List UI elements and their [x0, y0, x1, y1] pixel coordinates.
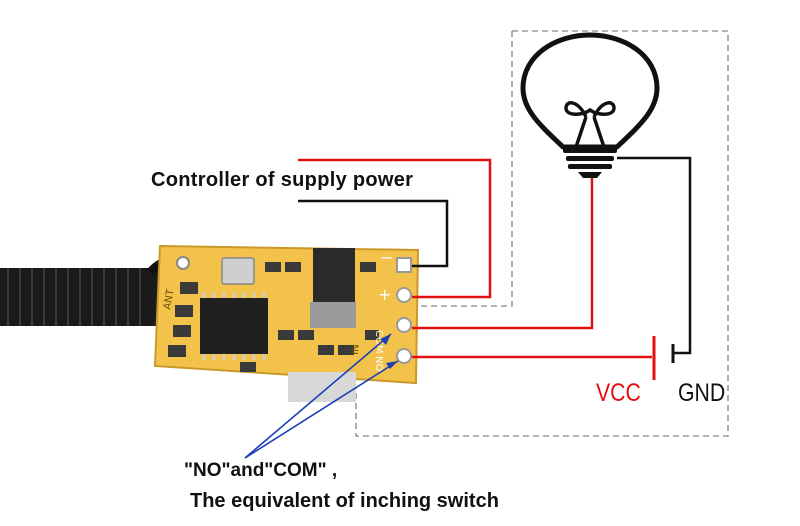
- inching-switch-label: The equivalent of inching switch: [190, 490, 499, 512]
- silkscreen-ant: ANT: [162, 288, 177, 311]
- controller-label: Controller of supply power: [151, 169, 414, 191]
- battery-icon: [652, 336, 675, 380]
- supply-wire-negative: [298, 199, 449, 268]
- crystal-component: [221, 257, 255, 285]
- gnd-wire: [617, 156, 692, 355]
- vcc-label: VCC: [596, 379, 641, 407]
- antenna-cable-icon: [0, 256, 185, 326]
- pin-mark-com: COM: [373, 330, 384, 353]
- pin-pads: − + COM NO: [373, 248, 412, 371]
- com-wire: [412, 177, 594, 330]
- supply-wire-positive: [298, 158, 492, 299]
- silkscreen-in: IN: [350, 344, 362, 355]
- gnd-label: GND: [678, 379, 726, 407]
- pointer-line-no: [244, 360, 399, 459]
- no-com-label: "NO"and"COM" ,: [184, 460, 338, 481]
- receiver-board: ANT IN: [153, 244, 420, 402]
- pin-mark-negative: −: [380, 248, 393, 267]
- pin-com: [396, 317, 412, 333]
- pin-mark-no: NO: [373, 356, 384, 371]
- pin-mark-positive: +: [378, 285, 391, 304]
- pin-no: [396, 348, 412, 364]
- pin-positive: [396, 287, 412, 303]
- chip-component: [200, 298, 268, 354]
- pin-negative: [396, 257, 412, 273]
- regulator-component: [313, 248, 355, 308]
- light-bulb-icon: [520, 32, 660, 178]
- pointer-line-com: [244, 333, 392, 459]
- dashed-enclosure: [355, 30, 729, 437]
